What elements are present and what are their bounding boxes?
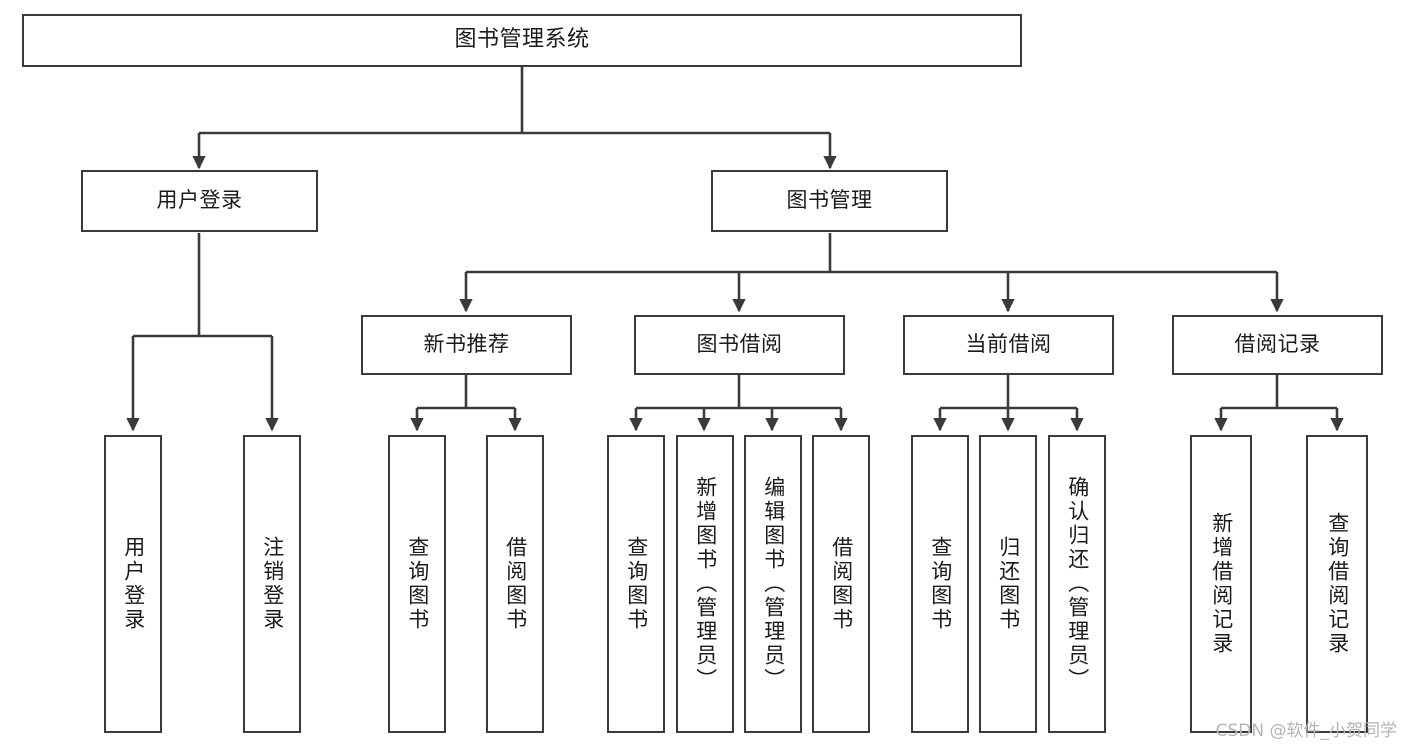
node-label: 归还图书 — [996, 536, 1021, 632]
node-root-book-management-system[interactable]: 图书管理系统 — [22, 14, 1022, 67]
leaf-borrow-edit-book-admin[interactable]: 编辑图书（管理员） — [744, 435, 802, 733]
node-current-borrow[interactable]: 当前借阅 — [903, 315, 1114, 375]
node-book-borrow[interactable]: 图书借阅 — [634, 315, 845, 375]
leaf-user-login-logout[interactable]: 注销登录 — [243, 435, 301, 733]
leaf-record-query-record[interactable]: 查询借阅记录 — [1306, 435, 1368, 733]
node-user-login[interactable]: 用户登录 — [81, 170, 318, 232]
node-new-book-recommend[interactable]: 新书推荐 — [361, 315, 572, 375]
node-label: 新书推荐 — [423, 332, 510, 357]
node-label: 图书借阅 — [696, 332, 783, 357]
leaf-current-return-book[interactable]: 归还图书 — [979, 435, 1037, 733]
node-label: 用户登录 — [156, 188, 243, 213]
node-label: 查询图书 — [405, 536, 430, 632]
node-label: 借阅记录 — [1234, 332, 1321, 357]
node-label: 图书管理系统 — [454, 27, 590, 53]
node-label: 查询图书 — [624, 536, 649, 632]
node-label: 查询图书 — [928, 536, 953, 632]
node-borrow-record[interactable]: 借阅记录 — [1172, 315, 1383, 375]
leaf-record-add-record[interactable]: 新增借阅记录 — [1190, 435, 1252, 733]
leaf-new-book-borrow[interactable]: 借阅图书 — [486, 435, 544, 733]
csdn-watermark: CSDN @软件_小贺同学 — [1215, 721, 1397, 741]
node-label: 借阅图书 — [829, 536, 854, 632]
node-label: 编辑图书（管理员） — [761, 476, 786, 692]
node-label: 注销登录 — [260, 536, 285, 632]
leaf-current-confirm-return-admin[interactable]: 确认归还（管理员） — [1048, 435, 1106, 733]
node-label: 新增图书（管理员） — [693, 476, 718, 692]
leaf-user-login-login[interactable]: 用户登录 — [104, 435, 162, 733]
node-book-management[interactable]: 图书管理 — [711, 170, 948, 232]
node-label: 图书管理 — [786, 188, 873, 213]
node-label: 确认归还（管理员） — [1065, 476, 1090, 692]
leaf-borrow-query-book[interactable]: 查询图书 — [607, 435, 665, 733]
node-label: 用户登录 — [121, 536, 146, 632]
node-label: 当前借阅 — [965, 332, 1052, 357]
node-label: 新增借阅记录 — [1209, 512, 1234, 656]
leaf-new-book-query[interactable]: 查询图书 — [388, 435, 446, 733]
leaf-current-query-book[interactable]: 查询图书 — [911, 435, 969, 733]
node-label: 查询借阅记录 — [1325, 512, 1350, 656]
leaf-borrow-add-book-admin[interactable]: 新增图书（管理员） — [676, 435, 734, 733]
node-label: 借阅图书 — [503, 536, 528, 632]
leaf-borrow-borrow-book[interactable]: 借阅图书 — [812, 435, 870, 733]
